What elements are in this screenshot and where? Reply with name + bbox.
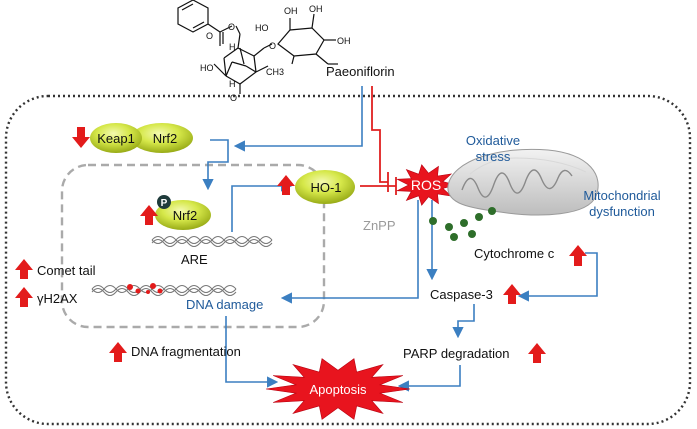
- atom-label: O: [269, 41, 276, 51]
- dna-break-marks: [127, 283, 163, 294]
- cell-boundary: [4, 94, 692, 426]
- oxidative-line-1: Oxidative: [465, 133, 521, 148]
- up-arrow-h2ax: [15, 287, 33, 307]
- up-arrow-comet: [15, 259, 33, 279]
- keap1-label: Keap1: [97, 131, 135, 146]
- paeoniflorin-atom-labels: O O OH HO OH OH HO H O O H CH3: [200, 4, 351, 103]
- arrow-parp-to-apoptosis: [397, 365, 461, 392]
- ho1-protein: HO-1: [295, 170, 355, 204]
- h2ax-label: γH2AX: [37, 291, 78, 306]
- paeoniflorin-structure: [177, 0, 338, 94]
- caspase3-label: Caspase-3: [430, 287, 493, 302]
- up-arrow-dna-fragmentation: [109, 342, 127, 362]
- dna-damage-label: DNA damage: [186, 297, 264, 312]
- cytochrome-c-label: Cytochrome c: [474, 246, 555, 261]
- arrow-cytochrome-to-caspase3: [517, 252, 598, 302]
- activation-arrows: [202, 86, 598, 392]
- atom-label: OH: [309, 4, 323, 14]
- arrow-dna-damage-to-apoptosis: [225, 316, 279, 388]
- mitochondrial-dysfunction-label: Mitochondrial dysfunction: [572, 188, 672, 220]
- are-dna-helix: [151, 236, 273, 247]
- inhibit-paeoniflorin-ros: [371, 86, 388, 183]
- arrow-paeoniflorin-to-keap1: [233, 86, 363, 152]
- atom-label: HO: [200, 63, 214, 73]
- up-arrow-caspase3: [503, 284, 521, 304]
- apoptosis-label: Apoptosis: [309, 382, 367, 397]
- atom-label: O: [230, 93, 237, 103]
- atom-label: O: [206, 31, 213, 41]
- atom-label: OH: [337, 36, 351, 46]
- up-arrow-cytochrome: [569, 245, 587, 266]
- atom-label: H: [229, 79, 236, 89]
- arrow-are-to-ho1: [231, 180, 293, 232]
- phosphate-mark: [157, 195, 171, 209]
- atom-label: O: [228, 22, 235, 32]
- dna-fragmentation-label: DNA fragmentation: [131, 344, 241, 359]
- mitochondrion: [447, 148, 599, 216]
- regulation-arrows: [15, 127, 587, 363]
- mitochondrial-line-1: Mitochondrial: [583, 188, 661, 203]
- up-arrow-nrf2: [140, 205, 158, 225]
- arrow-ros-to-dna-damage: [280, 200, 419, 304]
- inhibition-lines: [360, 86, 397, 195]
- oxidative-stress-label: Oxidative stress: [458, 133, 528, 165]
- svg-text:P: P: [161, 198, 168, 209]
- znpp-label: ZnPP: [363, 218, 396, 233]
- oxidative-line-2: stress: [475, 149, 511, 164]
- ros-burst: ROS: [396, 164, 457, 206]
- atom-label: CH3: [266, 67, 284, 77]
- down-arrow-keap1: [72, 127, 90, 148]
- nrf2-label: Nrf2: [153, 131, 178, 146]
- nrf2-phospho-label: Nrf2: [173, 208, 198, 223]
- up-arrow-parp: [528, 343, 546, 363]
- parp-degradation-label: PARP degradation: [403, 346, 510, 361]
- ho1-label: HO-1: [310, 180, 341, 195]
- up-arrow-ho1: [277, 175, 295, 195]
- atom-label: H: [229, 42, 236, 52]
- cytochrome-c-dots: [429, 207, 496, 241]
- damaged-dna-helix: [91, 285, 237, 296]
- apoptosis-burst: Apoptosis: [265, 358, 411, 420]
- mitochondrial-line-2: dysfunction: [589, 204, 655, 219]
- arrow-caspase3-to-parp: [452, 304, 475, 339]
- phospho-nrf2: P Nrf2: [155, 195, 211, 230]
- atom-label: HO: [255, 23, 269, 33]
- paeoniflorin-label: Paeoniflorin: [326, 64, 395, 79]
- atom-label: OH: [284, 6, 298, 16]
- nucleus-boundary: [60, 163, 326, 329]
- are-label: ARE: [181, 252, 208, 267]
- ros-label: ROS: [411, 177, 441, 193]
- arrow-keap1-to-nrf2: [202, 139, 229, 191]
- keap1-nrf2-complex: Keap1 Nrf2: [90, 123, 193, 153]
- comet-tail-label: Comet tail: [37, 263, 96, 278]
